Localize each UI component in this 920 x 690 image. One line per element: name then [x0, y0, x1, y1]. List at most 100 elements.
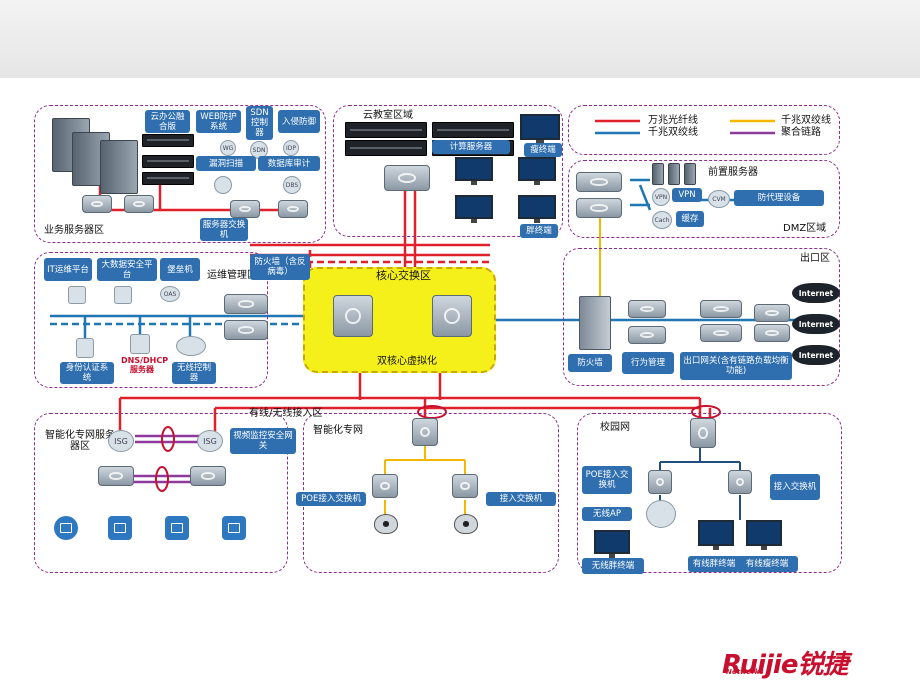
- label-zone-cloud: 云教室区域: [363, 110, 413, 121]
- legend-copper1g: 千兆双绞线: [781, 115, 831, 126]
- box-bastion: 堡垒机: [160, 258, 200, 281]
- camera-icon: [454, 514, 478, 534]
- dbs-icon: DBS: [283, 176, 301, 194]
- isg-icon: ISG: [197, 430, 223, 452]
- box-behavior: 行为管理: [622, 352, 674, 374]
- bigdata-icon: [114, 286, 132, 304]
- isg-icon: ISG: [108, 430, 134, 452]
- vpn-icon: VPN: [652, 188, 670, 206]
- intel-switch-icon: [98, 466, 134, 486]
- compute-server-rack: [345, 122, 427, 138]
- box-proxy: 防代理设备: [734, 190, 824, 206]
- front-server-icon: [684, 163, 696, 185]
- ruijie-logo: Ruijie锐捷 Networks: [722, 644, 848, 681]
- wireless-fat-monitor: [594, 530, 630, 558]
- box-db-audit: 数据库审计: [258, 156, 320, 171]
- box-firewall-av: 防火墙（含反病毒）: [250, 254, 310, 280]
- box-bigdata: 大数据安全平台: [97, 258, 157, 281]
- legend-aggregate: 聚合链路: [781, 127, 821, 138]
- wired-thin-monitor: [746, 520, 782, 550]
- label-zone-intel-server: 智能化专网服务器区: [45, 430, 115, 452]
- label-zone-core: 核心交换区: [376, 269, 431, 282]
- box-wireless-fat: 无线胖终端: [582, 558, 644, 574]
- switch-server-icon: [82, 195, 112, 213]
- box-firewall: 防火墙: [568, 354, 612, 372]
- copper1g-links: [384, 210, 601, 515]
- zone-exit: [563, 248, 840, 386]
- access-switch-icon: [452, 474, 478, 498]
- auth-icon: [76, 338, 94, 358]
- rack-server: [142, 155, 194, 168]
- rack-server: [142, 172, 194, 185]
- scan-icon: [214, 176, 232, 194]
- internet-cloud: Internet: [792, 345, 840, 365]
- gateway-icon: [700, 300, 742, 318]
- folder-icon: [165, 516, 189, 540]
- folder-icon: [108, 516, 132, 540]
- campus-poe-switch-icon: [648, 470, 672, 494]
- zone-campus: [577, 413, 842, 573]
- core-switch-left-icon: [333, 295, 373, 337]
- front-server-icon: [652, 163, 664, 185]
- label-zone-campus: 校园网: [600, 422, 630, 433]
- idp-icon: IDP: [283, 140, 299, 156]
- box-access-switch: 接入交换机: [486, 492, 556, 506]
- box-video-gw: 视频监控安全网关: [230, 428, 296, 454]
- wlc-icon: [176, 336, 206, 356]
- box-auth: 身份认证系统: [60, 362, 114, 384]
- fat-terminal-monitor: [455, 195, 493, 223]
- box-sdn: SDN控制器: [246, 106, 273, 140]
- box-gateway: 出口网关(含有链路负载均衡功能): [680, 352, 792, 380]
- switch-server-icon: [124, 195, 154, 213]
- box-thin-terminal: 瘦终端: [524, 143, 562, 157]
- behavior-mgmt-icon: [628, 326, 666, 344]
- wifi-ap-icon: [646, 500, 676, 528]
- cloud-switch-icon: [384, 165, 430, 191]
- label-zone-dmz: DMZ区域: [783, 223, 827, 234]
- fat-terminal-monitor: [518, 157, 556, 185]
- gateway-icon: [754, 304, 790, 322]
- intel-net-core-icon: [412, 418, 438, 446]
- legend-copper10g: 千兆双绞线: [648, 127, 698, 138]
- poe-switch-icon: [372, 474, 398, 498]
- internet-cloud: Internet: [792, 314, 840, 334]
- campus-core-icon: [690, 418, 716, 448]
- logo-text: Ruijie锐捷: [722, 650, 848, 680]
- label-zone-ops: 运维管理区: [207, 270, 257, 281]
- box-vpn: VPN: [672, 188, 702, 202]
- firewall-exit-icon: [579, 296, 611, 350]
- legend-fiber10g: 万兆光纤线: [648, 115, 698, 126]
- wg-icon: WG: [220, 140, 236, 156]
- intel-switch-icon: [190, 466, 226, 486]
- dmz-switch-icon: [576, 198, 622, 218]
- box-cache: 缓存: [676, 211, 704, 227]
- box-wlc: 无线控制器: [172, 362, 216, 384]
- compute-server-rack: [345, 140, 427, 156]
- oas-icon: OAS: [160, 286, 180, 302]
- firewall-av-icon: [224, 294, 268, 314]
- label-zone-access: 有线/无线接入区: [249, 408, 323, 419]
- fat-terminal-monitor: [518, 195, 556, 223]
- camera-server-icon: [54, 516, 78, 540]
- thin-terminal-monitor: [520, 114, 560, 144]
- behavior-mgmt-icon: [628, 300, 666, 318]
- front-server-icon: [668, 163, 680, 185]
- zone-dmz: [568, 160, 840, 238]
- campus-links: [659, 448, 741, 520]
- zone-business: [34, 105, 326, 243]
- box-compute-server: 计算服务器: [432, 140, 510, 154]
- gateway-icon: [754, 324, 790, 342]
- zone-ops: [34, 252, 268, 388]
- box-vuln-scan: 漏洞扫描: [196, 156, 256, 171]
- ops-switch-icon: [224, 320, 268, 340]
- label-zone-intel-net: 智能化专网: [313, 425, 363, 436]
- server-tower: [100, 140, 138, 194]
- box-it-platform: IT运维平台: [44, 258, 92, 281]
- box-campus-access: 接入交换机: [770, 474, 820, 500]
- label-dns-dhcp: DNS/DHCP服务器: [121, 356, 169, 374]
- label-front-server: 前置服务器: [708, 167, 758, 178]
- gateway-icon: [700, 324, 742, 342]
- label-zone-exit: 出口区: [800, 253, 830, 264]
- folder-icon: [222, 516, 246, 540]
- zone-legend: [568, 105, 840, 155]
